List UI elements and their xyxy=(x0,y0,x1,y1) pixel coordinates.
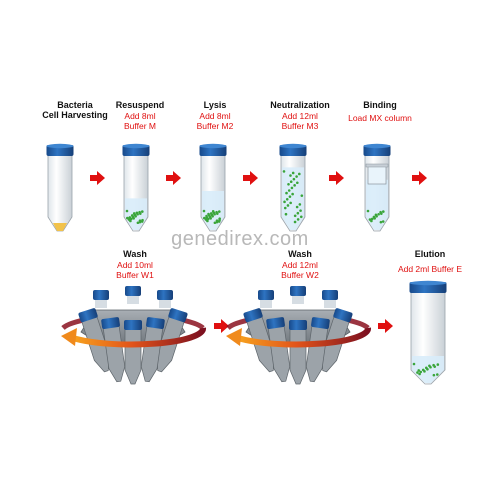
step-3-title: Lysis xyxy=(203,100,227,110)
wash-2-reagent: Add 12ml xyxy=(282,260,318,270)
arrow-3 xyxy=(243,171,258,185)
tubes xyxy=(46,143,447,385)
tube-resuspend xyxy=(122,143,150,232)
arrow-5 xyxy=(412,171,427,185)
step-1-title: Bacteria xyxy=(57,100,93,110)
tube-cell-harvesting xyxy=(46,143,74,232)
step-4-reagent: Add 12ml xyxy=(282,111,318,121)
wash-1-reagent: Add 10ml xyxy=(117,260,153,270)
watermark: genedirex.com xyxy=(171,228,309,250)
arrow-1 xyxy=(90,171,105,185)
step-2-reagent: Add 8ml xyxy=(124,111,156,121)
wash-1-title: Wash xyxy=(123,249,147,259)
step-5-action: Load MX column xyxy=(348,113,412,123)
elution-reagent: Add 2ml Buffer E xyxy=(397,264,463,274)
step-2-buffer: Buffer M xyxy=(124,121,156,131)
step-1-title-line2: Cell Harvesting xyxy=(42,110,108,120)
step-4-title: Neutralization xyxy=(270,100,330,110)
step-4-buffer: Buffer M3 xyxy=(281,121,319,131)
tube-elution xyxy=(409,280,447,385)
step-2-title: Resuspend xyxy=(115,100,165,110)
centrifuge-wash-1 xyxy=(61,286,206,385)
arrow-2 xyxy=(166,171,181,185)
arrow-6 xyxy=(214,319,229,333)
centrifuge-wash-2 xyxy=(226,286,371,385)
wash-2-title: Wash xyxy=(288,249,312,259)
elution-title: Elution xyxy=(414,249,446,259)
tube-lysis xyxy=(199,143,227,232)
tube-neutralization xyxy=(279,143,307,232)
wash-2-buffer: Buffer W2 xyxy=(281,270,319,280)
wash-1-buffer: Buffer W1 xyxy=(116,270,154,280)
arrow-7 xyxy=(378,319,393,333)
tube-binding xyxy=(363,143,391,232)
step-arrows xyxy=(90,171,427,333)
centrifuges xyxy=(61,286,371,385)
arrow-4 xyxy=(329,171,344,185)
step-3-buffer: Buffer M2 xyxy=(196,121,234,131)
step-3-reagent: Add 8ml xyxy=(199,111,231,121)
step-5-title: Binding xyxy=(363,100,397,110)
